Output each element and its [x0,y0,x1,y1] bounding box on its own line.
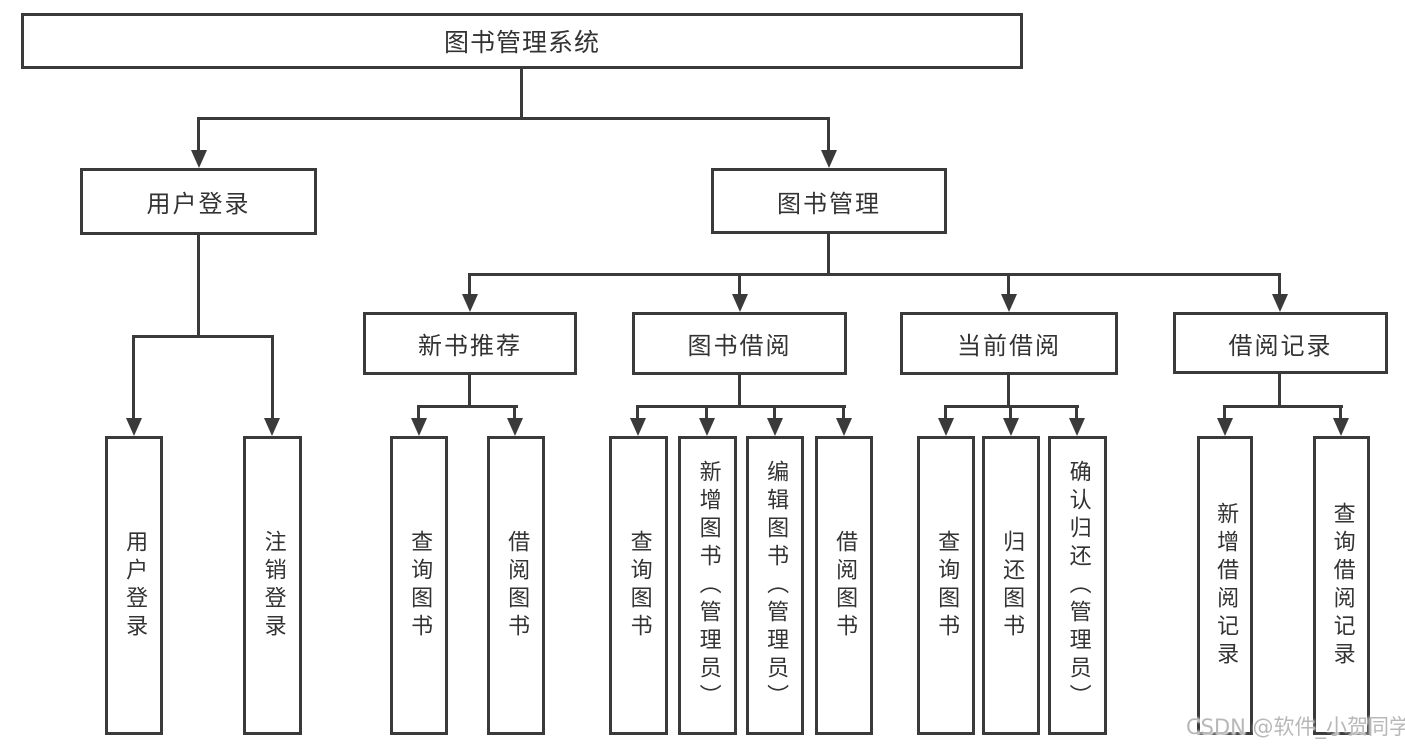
leaf-logout-label: 注销登录 [260,529,286,642]
arrowhead-down-icon [699,418,715,436]
connector-level3-bus [468,273,1281,276]
leaf-confirm-return-admin-label: 确认归还（管理员） [1065,459,1091,712]
leaf-borrow-books-recommend-label: 借阅图书 [504,529,530,642]
leaf-query-books-borrow: 查询图书 [609,436,668,735]
leaf-query-books-borrow-label: 查询图书 [626,529,652,642]
arrowhead-down-icon [1333,418,1349,436]
arrowhead-down-icon [264,418,280,436]
node-borrow-records-label: 借阅记录 [1228,331,1333,360]
leaf-confirm-return-admin: 确认归还（管理员） [1048,436,1107,735]
connector-stem [132,335,135,420]
node-current-borrow: 当前借阅 [900,312,1118,375]
connector-stem [271,335,274,420]
connector-stem [705,405,708,420]
leaf-logout: 注销登录 [243,436,302,735]
connector-stem [738,375,741,407]
arrowhead-down-icon [1003,418,1019,436]
connector-stem [1007,273,1010,296]
node-new-book-recommend-label: 新书推荐 [418,332,522,360]
connector-stem [1278,273,1281,296]
connector-stem [468,273,471,296]
node-user-login-label: 用户登录 [146,190,251,218]
connector-stem [513,405,516,420]
connector-stem [842,405,845,420]
connector-bus [1223,405,1343,408]
connector-bus [636,405,846,408]
leaf-borrow-books-recommend: 借阅图书 [487,436,545,735]
node-book-management: 图书管理 [711,168,947,234]
arrowhead-down-icon [836,418,852,436]
connector-stem [1009,405,1012,420]
connector-root-stem [520,66,523,118]
arrowhead-down-icon [126,418,142,436]
arrowhead-down-icon [821,150,837,168]
arrowhead-down-icon [1272,294,1288,312]
leaf-user-login: 用户登录 [105,436,163,735]
connector-stem [944,405,947,420]
node-root: 图书管理系统 [21,13,1023,69]
connector-stem [773,405,776,420]
connector-stem [738,273,741,296]
node-user-login: 用户登录 [80,168,317,235]
connector-level2-bus [197,117,830,120]
arrowhead-down-icon [630,418,646,436]
leaf-return-book: 归还图书 [982,436,1040,735]
node-root-label: 图书管理系统 [443,28,600,57]
leaf-query-books-current: 查询图书 [917,436,975,735]
connector-stem [1075,405,1078,420]
watermark-text: CSDN @软件_小贺同学 [1186,715,1405,739]
arrowhead-down-icon [507,418,523,436]
connector-stem [1339,405,1342,420]
arrowhead-down-icon [732,294,748,312]
connector-stem [197,235,200,337]
connector-stem [468,375,471,407]
leaf-add-book-admin-label: 新增图书（管理员） [695,459,721,712]
connector-stem [1278,374,1281,407]
leaf-edit-book-admin-label: 编辑图书（管理员） [763,459,789,712]
leaf-edit-book-admin: 编辑图书（管理员） [746,436,804,735]
leaf-query-borrow-record-label: 查询借阅记录 [1329,501,1355,670]
leaf-query-borrow-record: 查询借阅记录 [1313,436,1370,735]
leaf-query-books-current-label: 查询图书 [934,529,960,642]
arrowhead-down-icon [1069,418,1085,436]
leaf-add-book-admin: 新增图书（管理员） [678,436,737,735]
node-book-management-label: 图书管理 [777,189,881,218]
connector-stem [827,234,830,275]
leaf-borrow-books: 借阅图书 [815,436,873,735]
arrowhead-down-icon [191,150,207,168]
connector-stem [197,117,200,152]
node-current-borrow-label: 当前借阅 [957,332,1061,360]
node-book-borrow: 图书借阅 [632,312,847,375]
node-book-borrow-label: 图书借阅 [687,332,792,360]
arrowhead-down-icon [1001,294,1017,312]
leaf-add-borrow-record-label: 新增借阅记录 [1213,501,1239,670]
node-borrow-records: 借阅记录 [1173,312,1388,374]
connector-bus [417,405,518,408]
arrowhead-down-icon [1217,418,1233,436]
leaf-borrow-books-label: 借阅图书 [832,529,858,642]
arrowhead-down-icon [462,294,478,312]
leaf-return-book-label: 归还图书 [999,529,1025,642]
leaf-query-books-recommend-label: 查询图书 [407,529,433,642]
connector-stem [1223,405,1226,420]
leaf-add-borrow-record: 新增借阅记录 [1197,436,1253,735]
connector-stem [417,405,420,420]
arrowhead-down-icon [767,418,783,436]
connector-bus [132,335,274,338]
node-new-book-recommend: 新书推荐 [363,312,577,375]
connector-stem [827,117,830,152]
arrowhead-down-icon [938,418,954,436]
leaf-user-login-label: 用户登录 [122,529,148,642]
arrowhead-down-icon [411,418,427,436]
connector-stem [1007,375,1010,407]
connector-stem [636,405,639,420]
leaf-query-books-recommend: 查询图书 [390,436,448,735]
